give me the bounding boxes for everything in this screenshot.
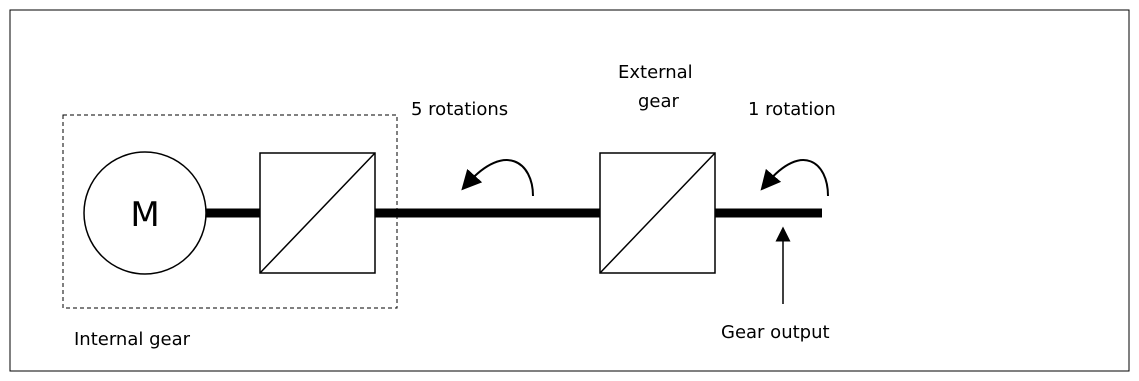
external-gear-label-line1: External (618, 62, 693, 83)
rotation-arrow-icon-1 (760, 159, 829, 197)
rotations-before-label: 5 rotations (411, 99, 508, 120)
external-gear-label-line2: gear (638, 91, 680, 112)
internal-gear-label: Internal gear (74, 329, 191, 350)
external-gear-diagonal (599, 152, 716, 274)
rotation-arrow-icon-5 (461, 159, 534, 197)
rotations-after-label: 1 rotation (748, 99, 836, 120)
gear-output-label: Gear output (721, 322, 830, 343)
diagram-frame (9, 9, 1130, 372)
motor-icon (83, 151, 207, 275)
internal-gear-diagonal (259, 152, 376, 274)
motor-label: M (130, 195, 159, 235)
